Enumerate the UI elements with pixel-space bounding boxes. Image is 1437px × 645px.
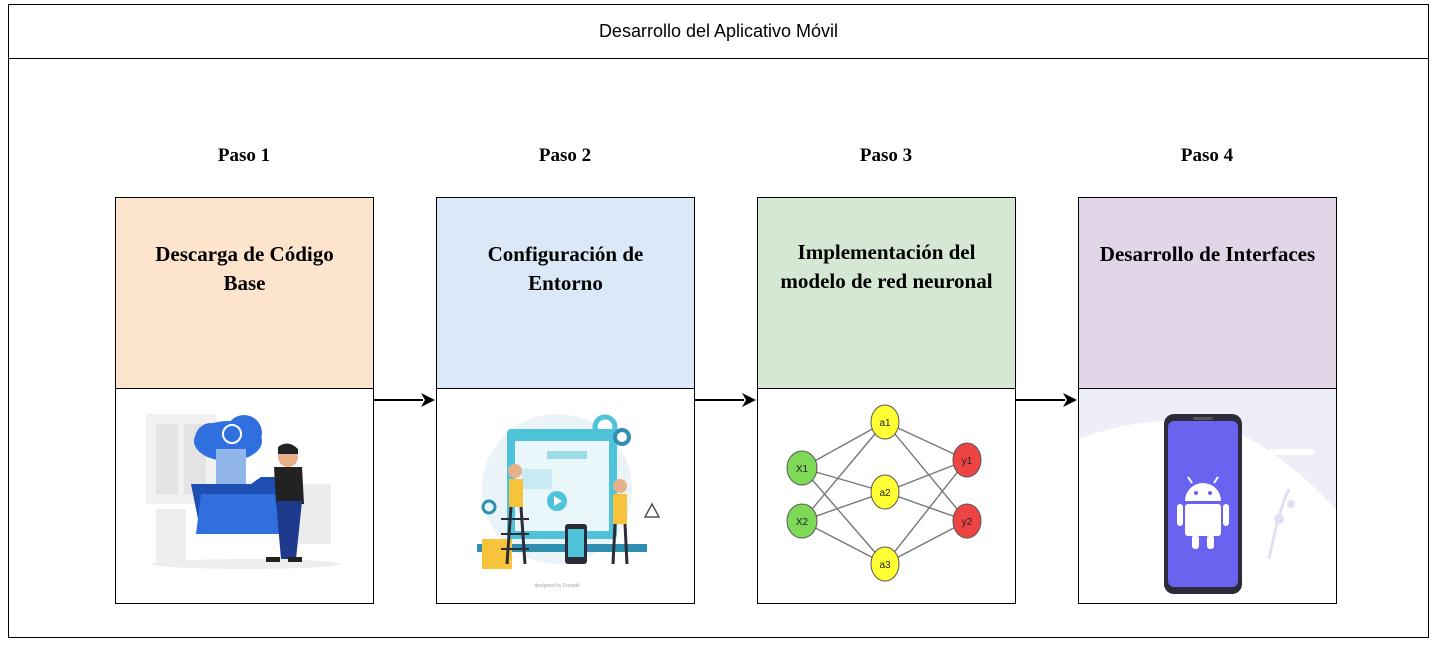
arrow-step1-to-step2 — [373, 393, 435, 407]
hidden-label-a1: a1 — [879, 418, 891, 429]
step-2-label: Paso 2 — [538, 145, 592, 166]
hidden-node-a1 — [870, 404, 900, 440]
step-1-text: Descarga de Código Base — [155, 242, 334, 295]
hidden-node-a2 — [870, 474, 900, 510]
android-phone-illustration — [1079, 389, 1336, 603]
step-2-text: Configuración de Entorno — [487, 242, 644, 295]
step-2-header: Configuración de Entorno — [437, 198, 694, 389]
folder-upload-illustration — [116, 389, 373, 603]
output-label-y1: y1 — [962, 456, 973, 467]
input-layer: X1 X2 — [786, 450, 818, 539]
arrow-step2-to-step3 — [694, 393, 756, 407]
output-node-y2 — [952, 503, 982, 539]
step-3-box: Implementación del modelo de red neurona… — [757, 197, 1016, 604]
arrow-step3-to-step4 — [1015, 393, 1077, 407]
output-node-y1 — [952, 442, 982, 478]
android-logo-icon — [1177, 476, 1229, 549]
step-3-label: Paso 3 — [859, 145, 913, 166]
hidden-node-a3 — [870, 546, 900, 582]
neural-network-svg: X1 X2 a1 a2 a3 y1 y2 — [786, 404, 982, 582]
step-1-box: Descarga de Código Base — [115, 197, 374, 604]
step-3-header: Implementación del modelo de red neurona… — [758, 198, 1015, 389]
step-4-header: Desarrollo de Interfaces — [1079, 198, 1336, 389]
freepik-watermark: designed by Freepik — [534, 583, 580, 589]
input-node-x2 — [786, 503, 818, 539]
step-4-text: Desarrollo de Interfaces — [1099, 242, 1316, 266]
step-3-text: Implementación del modelo de red neurona… — [780, 240, 993, 293]
output-layer: y1 y2 — [952, 442, 982, 539]
step-2-box: Configuración de Entorno — [436, 197, 695, 604]
input-label-x2: X2 — [796, 517, 809, 528]
input-label-x1: X1 — [796, 464, 809, 475]
hidden-layer: a1 a2 a3 — [870, 404, 900, 582]
step-4-label: Paso 4 — [1180, 145, 1234, 166]
neural-network-diagram: X1 X2 a1 a2 a3 y1 y2 — [758, 389, 1015, 603]
hidden-label-a3: a3 — [879, 560, 891, 571]
environment-setup-illustration: designed by Freepik — [437, 389, 694, 603]
diagram-title: Desarrollo del Aplicativo Móvil — [9, 5, 1428, 59]
input-node-x1 — [786, 450, 818, 486]
step-1-label: Paso 1 — [217, 145, 271, 166]
step-1-header: Descarga de Código Base — [116, 198, 373, 389]
hidden-label-a2: a2 — [879, 488, 891, 499]
output-label-y2: y2 — [962, 517, 973, 528]
step-4-box: Desarrollo de Interfaces — [1078, 197, 1337, 604]
